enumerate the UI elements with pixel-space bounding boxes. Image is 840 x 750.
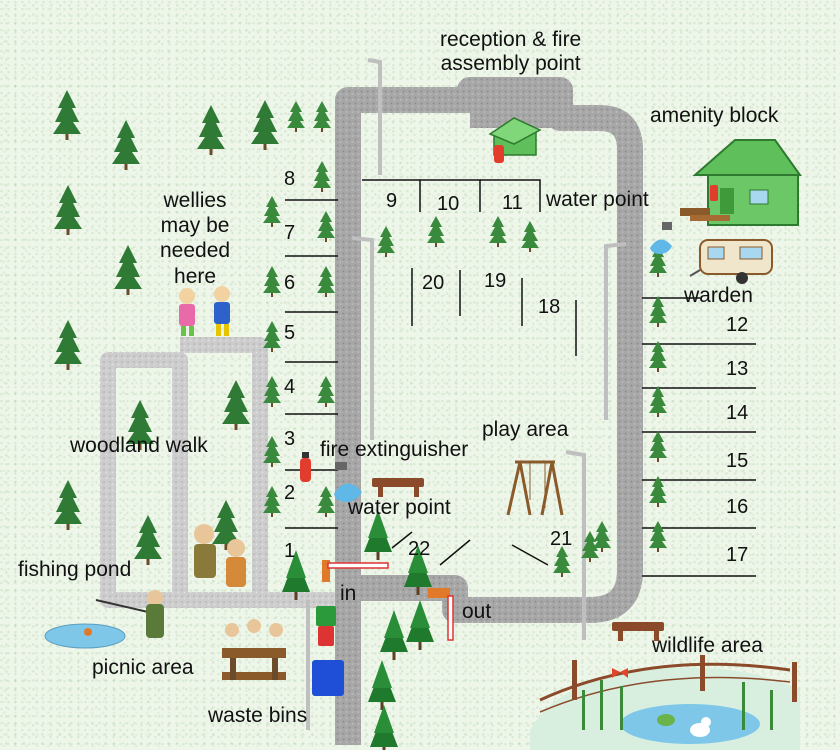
pitch-7: 7 bbox=[284, 222, 296, 244]
waste-bins-graphic bbox=[312, 606, 344, 696]
pitch-dividers-bottom bbox=[391, 531, 549, 566]
fire-extinguisher bbox=[300, 452, 311, 482]
warden-caravan bbox=[689, 239, 773, 284]
label-water-point-top: water point bbox=[546, 188, 649, 211]
benches bbox=[372, 478, 664, 641]
label-waste-bins: waste bins bbox=[208, 704, 308, 727]
pitch-15: 15 bbox=[726, 450, 749, 472]
pitch-22: 22 bbox=[408, 538, 431, 560]
pitch-2: 2 bbox=[284, 482, 296, 504]
pitch-4: 4 bbox=[284, 376, 296, 398]
label-wellies: wellies may be needed here bbox=[160, 189, 231, 288]
pitch-19: 19 bbox=[484, 270, 507, 292]
pitch-17: 17 bbox=[726, 544, 749, 566]
pitch-12: 12 bbox=[726, 314, 749, 336]
main-road bbox=[335, 77, 643, 745]
pitch-11: 11 bbox=[502, 192, 523, 214]
label-reception: reception & fire assembly point bbox=[440, 28, 582, 76]
water-tap-mid bbox=[334, 462, 362, 502]
pitch-6: 6 bbox=[284, 272, 296, 294]
picnic-table bbox=[222, 619, 286, 680]
pitch-8: 8 bbox=[284, 168, 296, 190]
children-wellies bbox=[179, 286, 230, 336]
pitch-3: 3 bbox=[284, 428, 296, 450]
label-water-point-mid: water point bbox=[348, 496, 451, 519]
wildlife-area bbox=[530, 655, 800, 750]
label-amenity-block: amenity block bbox=[650, 104, 779, 127]
pitch-16: 16 bbox=[726, 496, 749, 518]
pitch-dividers-right bbox=[642, 297, 756, 577]
label-fire-extinguisher: fire extinguisher bbox=[320, 438, 469, 461]
label-play-area: play area bbox=[482, 418, 569, 441]
barriers bbox=[322, 560, 454, 641]
label-fishing-pond: fishing pond bbox=[18, 558, 132, 581]
pitch-20: 20 bbox=[422, 272, 445, 294]
pitch-dividers-top bbox=[362, 179, 577, 356]
fishing-pond bbox=[44, 590, 164, 649]
amenity-block bbox=[680, 139, 802, 226]
pitch-21: 21 bbox=[550, 528, 573, 550]
reception-building bbox=[488, 117, 542, 163]
water-tap-top bbox=[650, 222, 672, 254]
label-in: in bbox=[340, 582, 357, 605]
pitch-dividers-left bbox=[285, 199, 338, 529]
pitch-5: 5 bbox=[284, 322, 296, 344]
pitch-14: 14 bbox=[726, 402, 749, 424]
pitch-9: 9 bbox=[386, 190, 398, 212]
label-picnic-area: picnic area bbox=[92, 656, 194, 679]
label-wildlife-area: wildlife area bbox=[652, 634, 763, 657]
hikers bbox=[194, 524, 246, 587]
swings bbox=[506, 460, 564, 516]
lamp-posts bbox=[306, 58, 627, 730]
label-woodland-walk: woodland walk bbox=[70, 434, 208, 457]
pitch-13: 13 bbox=[726, 358, 749, 380]
pitch-1: 1 bbox=[284, 540, 296, 562]
label-out: out bbox=[462, 600, 492, 623]
pitch-10: 10 bbox=[437, 193, 460, 215]
pitch-18: 18 bbox=[538, 296, 561, 318]
label-warden: warden bbox=[684, 284, 753, 307]
woodland-walk-path bbox=[100, 337, 335, 608]
